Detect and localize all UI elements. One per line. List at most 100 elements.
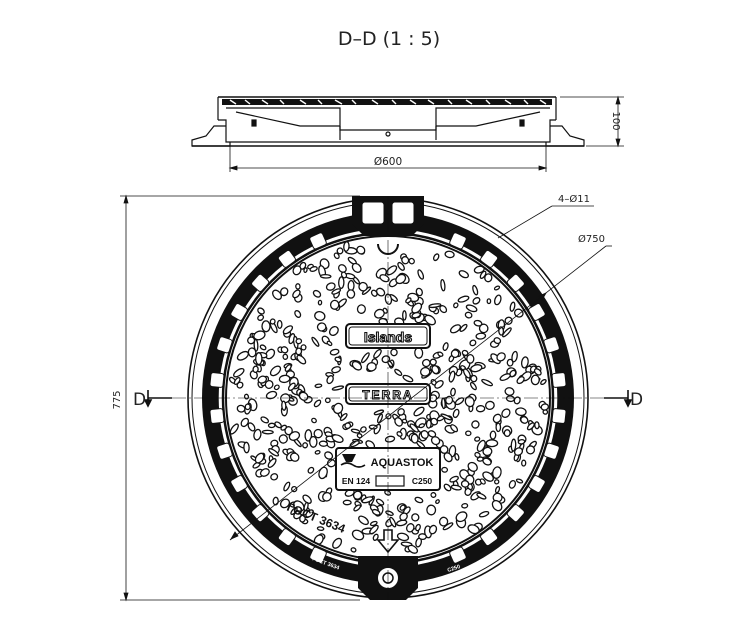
pebble (411, 513, 420, 522)
pebble (424, 314, 436, 326)
pebble (371, 508, 381, 516)
pebble (305, 509, 314, 518)
pebble (397, 408, 405, 416)
rim-cell (230, 475, 248, 493)
pebble (418, 533, 427, 541)
pebble (352, 490, 363, 500)
pebble (268, 448, 280, 457)
pebble (428, 303, 442, 309)
pebble (467, 461, 478, 472)
pebble (430, 491, 437, 499)
pebble (484, 273, 493, 283)
pebble (269, 318, 276, 325)
aquastok-label: AQUASTOK (371, 457, 434, 469)
section-label-right: D (630, 390, 643, 410)
pebble (375, 498, 385, 506)
pebble (253, 330, 266, 341)
pebble (466, 353, 475, 364)
pebble (450, 349, 460, 359)
pebble (465, 304, 478, 313)
pebble (384, 489, 392, 496)
pebble (281, 400, 287, 411)
pebble (326, 375, 334, 385)
pebble (385, 265, 398, 276)
pebble (458, 270, 469, 279)
pebble (495, 422, 502, 433)
pebble (394, 368, 403, 376)
pebble (454, 453, 460, 461)
rim-tag-bottom-right: C250 (447, 564, 461, 574)
pebble (340, 271, 348, 279)
pebble (482, 457, 492, 466)
pebble (405, 297, 412, 304)
pebble (469, 381, 477, 391)
rim-cell (506, 273, 525, 292)
pebble (311, 336, 320, 347)
pebble (411, 311, 421, 319)
pebble (375, 287, 386, 297)
pebble (540, 403, 550, 411)
pebble (316, 322, 327, 332)
pebble (520, 356, 529, 369)
section-mark-left (143, 390, 172, 408)
pebble (439, 445, 449, 454)
pebble (369, 520, 378, 527)
pebble (481, 378, 494, 387)
pebble (534, 421, 540, 430)
pebble (445, 395, 454, 405)
pebble (503, 429, 511, 438)
pebble (462, 368, 471, 379)
pebble (283, 481, 291, 492)
pebble (289, 452, 300, 462)
pebble (385, 510, 394, 516)
pebble (474, 451, 481, 458)
pebble (407, 544, 419, 554)
pebble (429, 358, 437, 366)
pebble (328, 325, 339, 337)
pebble (319, 273, 332, 279)
pebble (432, 253, 440, 262)
pebble (261, 429, 274, 435)
pebble (506, 358, 514, 367)
pebble (493, 479, 500, 485)
pebble (278, 434, 288, 444)
section-view (191, 96, 585, 147)
pebble (361, 496, 374, 504)
pebble (247, 422, 256, 432)
pebble (372, 533, 379, 541)
pebble (492, 413, 502, 424)
section-title: D–D (1 : 5) (338, 28, 440, 50)
pebble (415, 287, 423, 297)
pebble (331, 288, 342, 295)
pebble (309, 266, 318, 272)
pebble (316, 526, 325, 531)
pebble (284, 426, 293, 436)
pebble (409, 423, 419, 433)
open-arrow-icon (376, 529, 400, 554)
pebble (339, 413, 348, 421)
pebble (282, 325, 294, 335)
pebble (482, 446, 493, 457)
load-class-label: C250 (412, 476, 433, 486)
pebble (311, 417, 317, 424)
rim-cell (309, 546, 327, 564)
pebble (476, 492, 487, 500)
pebble (396, 532, 410, 542)
rim-cell (230, 303, 248, 321)
pebble (475, 332, 487, 340)
pebble (439, 305, 448, 314)
rim-cell (543, 336, 560, 354)
pebble (525, 445, 536, 455)
pebble (366, 362, 377, 372)
pebble (303, 267, 308, 274)
pebble (513, 308, 524, 318)
pebble (494, 485, 501, 494)
rim-cell (251, 504, 270, 523)
pebble (511, 350, 518, 363)
pebble (493, 337, 502, 345)
pebble (516, 376, 525, 385)
pebble (295, 283, 301, 290)
pebble (430, 436, 441, 446)
pebble (450, 484, 462, 491)
pebble (426, 504, 437, 516)
